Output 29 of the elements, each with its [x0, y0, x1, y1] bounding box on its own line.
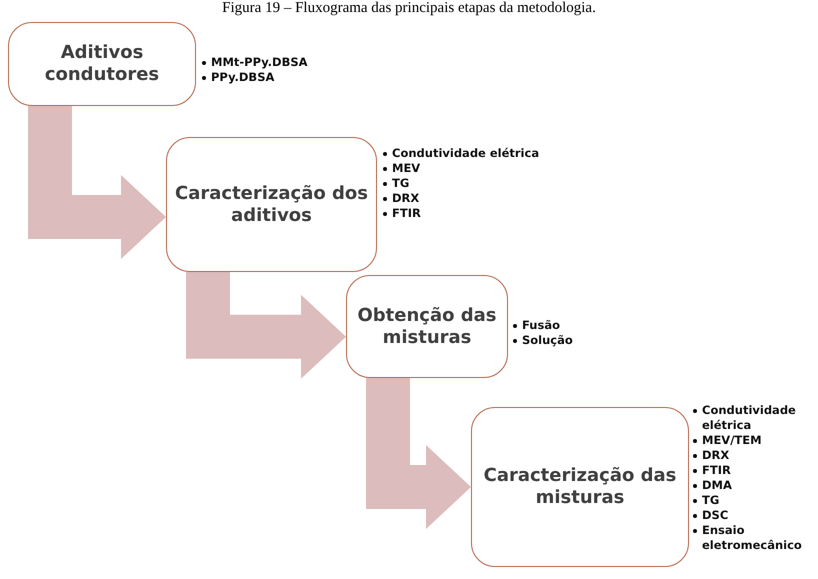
bullet-item: FTIR — [693, 463, 815, 478]
bullet-item: FTIR — [383, 206, 563, 221]
bullet-item: PPy.DBSA — [202, 70, 352, 85]
step-title: Aditivos condutores — [44, 42, 160, 86]
figure-title: Figura 19 – Fluxograma das principais etapas da metodologia. — [221, 0, 597, 17]
bullet-item: MEV/TEM — [693, 433, 815, 448]
bullet-item: Fusão — [513, 318, 623, 333]
process-box — [471, 407, 689, 567]
bullet-item: DRX — [693, 448, 815, 463]
process-box — [166, 137, 377, 272]
bent-arrow — [186, 272, 346, 379]
bullet-item: MEV — [383, 161, 563, 176]
process-box — [8, 22, 196, 106]
bullet-item: Solução — [513, 333, 623, 348]
bent-arrow — [366, 378, 471, 529]
step-title: Obtenção das misturas — [356, 304, 498, 348]
bullet-item: Condutividade elétrica — [383, 146, 563, 161]
bullet-item: TG — [383, 176, 563, 191]
bullet-item: MMt-PPy.DBSA — [202, 55, 352, 70]
process-box — [346, 275, 508, 378]
bullet-item: TG — [693, 493, 815, 508]
bullet-item: Condutividade elétrica — [693, 403, 815, 433]
bullet-item: DSC — [693, 508, 815, 523]
bullet-item: DRX — [383, 191, 563, 206]
step-title: Caracterização das misturas — [482, 465, 678, 509]
bullet-item: DMA — [693, 478, 815, 493]
bullet-item: Ensaio eletromecânico — [693, 523, 815, 553]
bent-arrow — [28, 106, 166, 259]
step-title: Caracterização dos aditivos — [174, 182, 369, 226]
